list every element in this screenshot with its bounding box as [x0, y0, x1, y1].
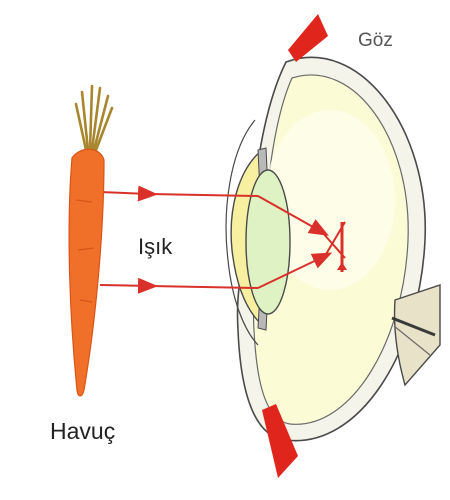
upper-light-ray — [99, 185, 158, 202]
upper-eye-muscle — [288, 14, 328, 62]
lower-eye-muscle — [262, 404, 298, 478]
eye-label: Göz — [358, 30, 393, 51]
upper-light-ray-segment — [149, 193, 259, 197]
cornea-front-outline — [225, 119, 259, 346]
upper-refracted-ray — [257, 195, 329, 236]
optic-nerve-line — [393, 325, 431, 356]
lower-refracted-ray — [257, 252, 333, 289]
lower-light-ray — [99, 277, 158, 294]
carrot-leaves — [74, 84, 114, 152]
optic-nerve — [393, 284, 441, 387]
carrot-label: Havuç — [50, 418, 116, 444]
retina-image-top — [337, 262, 347, 270]
lens — [245, 169, 291, 315]
vitreous-glow — [265, 110, 395, 290]
carrot-root — [68, 148, 105, 397]
light-label: Işık — [138, 234, 173, 259]
carrot-ridge — [75, 199, 95, 303]
carrot — [68, 84, 114, 397]
light-rays — [99, 185, 347, 294]
lower-light-ray-segment — [149, 285, 259, 289]
optic-nerve-core — [391, 316, 436, 337]
